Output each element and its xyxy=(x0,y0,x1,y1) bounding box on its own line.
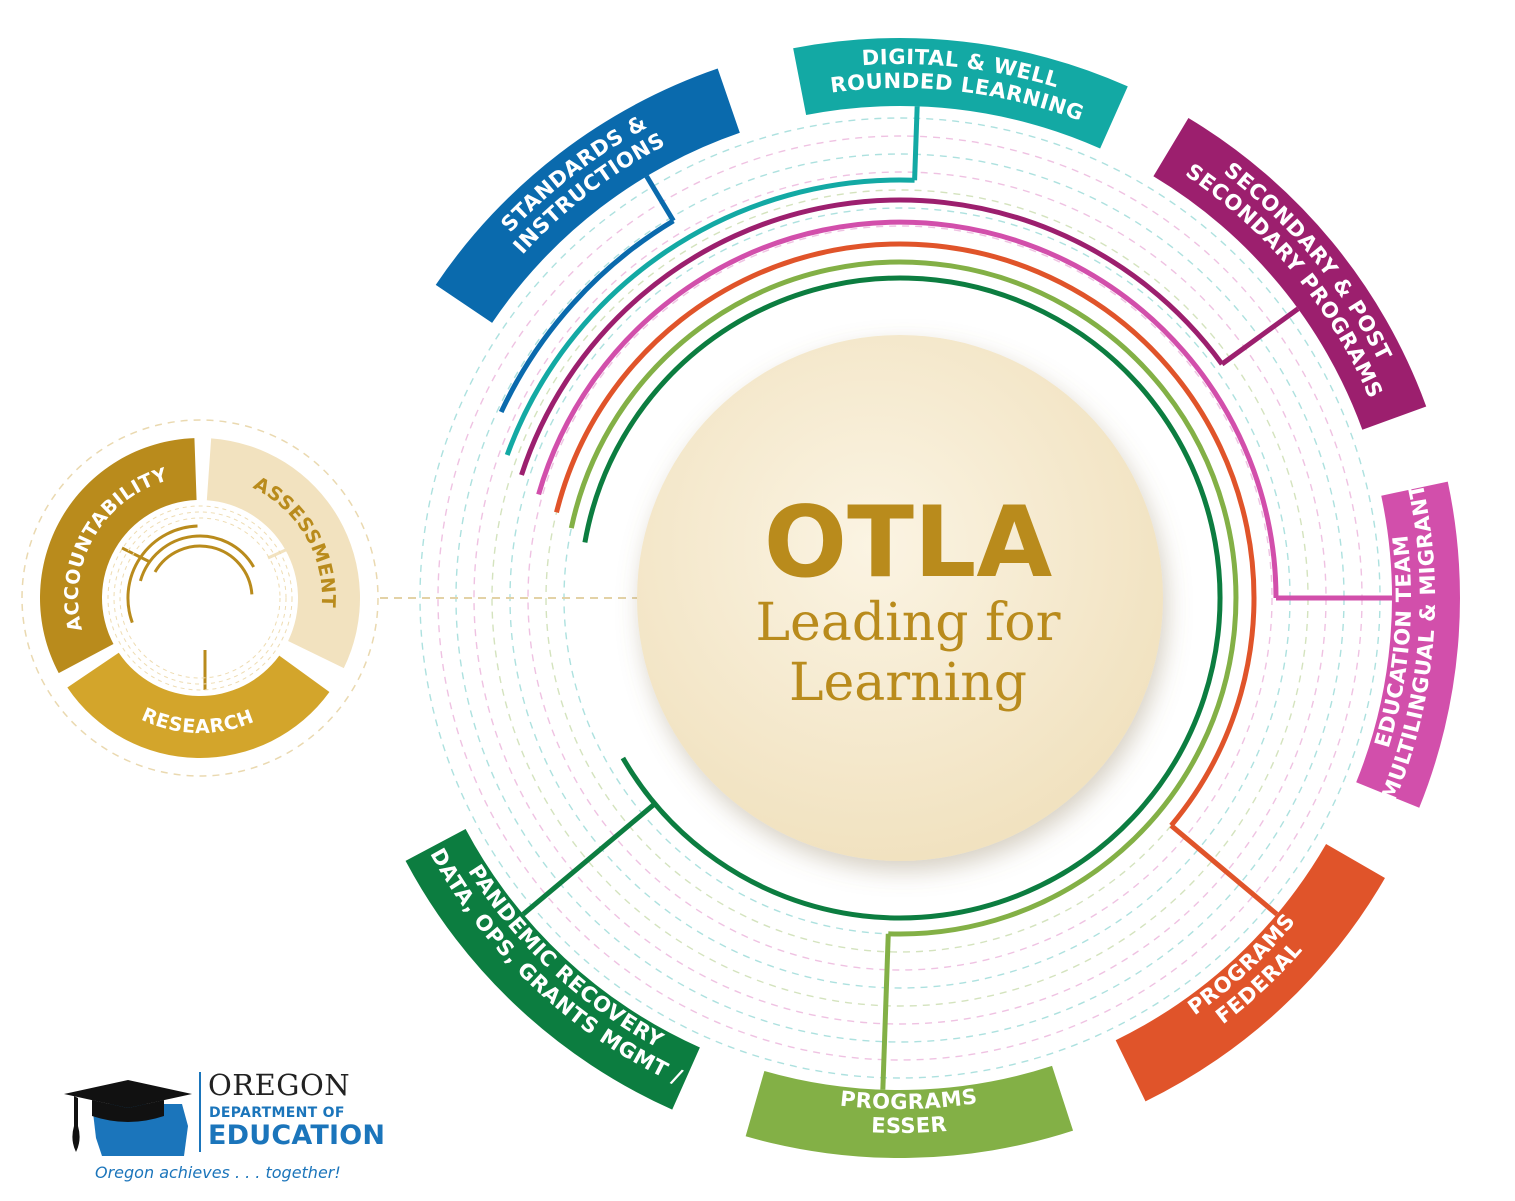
arc-digital-tie xyxy=(912,106,920,181)
logo-education-text: EDUCATION xyxy=(208,1120,386,1151)
logo-divider xyxy=(199,1072,201,1152)
segment-federal-band xyxy=(1115,844,1385,1102)
wheel-dashed-ring xyxy=(119,517,281,679)
logo-oregon-text: OREGON xyxy=(208,1068,351,1102)
wheel-inner-arc xyxy=(138,534,255,582)
connector-arcs xyxy=(498,106,1392,1090)
segment-digital-band xyxy=(793,38,1128,149)
wheel-accountability-band xyxy=(39,438,197,674)
wheel-dashed-ring xyxy=(107,505,293,691)
wheel-inner-arc xyxy=(126,524,198,624)
arc-multilingual xyxy=(536,219,1279,599)
segment-data-ops-band xyxy=(405,828,700,1110)
dashed-ring xyxy=(527,225,1273,971)
wheel-tie-assessment xyxy=(267,546,291,560)
arc-standards-tie xyxy=(644,174,676,223)
segment-standards-band xyxy=(435,68,740,323)
center-subtitle-line2: Learning xyxy=(789,653,1027,713)
arc-federal xyxy=(554,241,1257,828)
oregon-department-of-education-logo: OREGON DEPARTMENT OF EDUCATION Oregon ac… xyxy=(62,1068,386,1193)
center-title: OTLA xyxy=(764,486,1053,600)
graduation-cap-oregon-icon xyxy=(64,1080,192,1156)
wheel-tie-accountability xyxy=(121,546,151,564)
arc-secondary-tie xyxy=(1220,306,1300,367)
arc-esser-tie xyxy=(880,933,891,1090)
arc-esser xyxy=(568,259,1239,937)
segment-esser-line1: ESSER xyxy=(871,1112,948,1138)
wheel-research-band xyxy=(67,652,330,758)
wheel-assessment-band xyxy=(206,438,361,669)
logo-department-text: DEPARTMENT OF xyxy=(209,1105,345,1121)
segment-secondary-band xyxy=(1153,117,1427,430)
wheel-inner-arc xyxy=(153,544,254,595)
arc-data-ops xyxy=(582,275,1223,921)
arc-federal-tie xyxy=(1169,823,1279,917)
arc-standards xyxy=(498,218,675,414)
arc-secondary xyxy=(519,197,1225,476)
segment-secondary-line1: SECONDARY & POST xyxy=(1220,158,1396,365)
segment-standards: STANDARDS &INSTRUCTIONS xyxy=(435,68,740,323)
wheel-dashed-ring xyxy=(113,511,287,685)
wheel-accountability-label: ACCOUNTABILITY xyxy=(61,464,170,634)
segment-multilingual-band xyxy=(1356,481,1460,808)
segment-esser-line2: PROGRAMS xyxy=(839,1084,979,1114)
segment-data-ops: DATA, OPS, GRANTS MGMT /PANDEMIC RECOVER… xyxy=(405,828,700,1110)
segment-esser-band xyxy=(745,1065,1074,1159)
center-circle xyxy=(637,335,1163,861)
logo-tagline: Oregon achieves . . . together! xyxy=(95,1163,341,1182)
arc-data-ops-tie xyxy=(521,801,657,917)
arc-digital xyxy=(504,177,915,456)
research-wheel-outer-ring xyxy=(21,419,379,777)
center-subtitle-line1: Leading for xyxy=(756,593,1061,653)
